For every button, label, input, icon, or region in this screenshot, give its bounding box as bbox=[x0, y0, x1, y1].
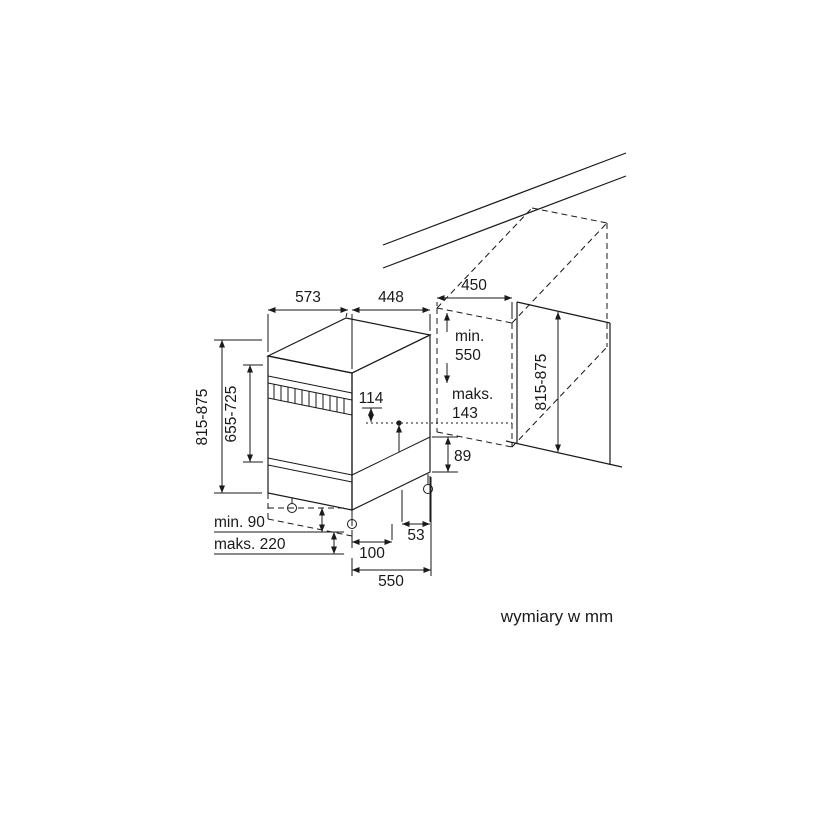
dim-connection-143: maks. 143 bbox=[366, 386, 512, 452]
dim-label-plinth-min: min. 90 bbox=[214, 514, 265, 531]
dim-label-conn-max-1: maks. bbox=[452, 386, 493, 403]
diagram-caption: wymiary w mm bbox=[500, 607, 613, 626]
dim-niche-width-450: 450 bbox=[436, 277, 513, 319]
dim-panel-height: 655-725 bbox=[223, 364, 263, 463]
dim-plinth-range: min. 90 maks. 220 bbox=[214, 507, 344, 555]
dim-label-conn-max-2: 143 bbox=[452, 405, 478, 422]
dim-label-niche-depth-2: 550 bbox=[455, 347, 481, 364]
dim-base-89: 89 bbox=[432, 436, 471, 473]
appliance-feet bbox=[287, 474, 433, 529]
niche-outline bbox=[436, 207, 608, 448]
dim-label-width: 448 bbox=[378, 289, 404, 306]
appliance-drawing bbox=[266, 317, 433, 537]
connection-point-dot bbox=[396, 420, 402, 426]
dim-label-depth: 573 bbox=[295, 289, 321, 306]
right-cabinet bbox=[505, 301, 623, 468]
plinth-outline bbox=[267, 493, 353, 537]
dim-label-appliance-height: 815-875 bbox=[194, 389, 211, 446]
dim-label-door-clearance: 53 bbox=[407, 527, 424, 544]
dim-width-448: 448 bbox=[351, 289, 431, 369]
worktop-lines bbox=[382, 152, 627, 269]
dim-appliance-height: 815-875 bbox=[194, 339, 262, 494]
dim-label-plinth-max: maks. 220 bbox=[214, 536, 286, 553]
dim-label-plinth-recess: 100 bbox=[359, 545, 385, 562]
control-panel-band bbox=[267, 375, 353, 416]
dim-label-niche-height: 815-875 bbox=[533, 354, 550, 411]
dim-label-floor-depth: 550 bbox=[378, 573, 404, 590]
dim-label-niche-depth-1: min. bbox=[455, 328, 484, 345]
dim-niche-height: 815-875 bbox=[533, 312, 561, 452]
dim-depth-573: 573 bbox=[267, 289, 348, 352]
dim-niche-depth-550: min. 550 bbox=[444, 313, 484, 383]
dim-label-base-height: 89 bbox=[454, 448, 471, 465]
dim-offset-114: 114 bbox=[359, 390, 384, 422]
appliance-top-face bbox=[266, 317, 432, 374]
control-panel-hatch bbox=[273, 384, 345, 413]
dim-plinth-recess-100: 100 bbox=[351, 524, 393, 562]
dim-label-panel-height: 655-725 bbox=[223, 386, 240, 443]
dim-door-53: 53 bbox=[401, 476, 431, 544]
door-bottom-edges bbox=[267, 436, 431, 483]
dim-floor-depth-550: 550 bbox=[351, 477, 432, 590]
dim-label-niche-width: 450 bbox=[461, 277, 487, 294]
appliance-side-face bbox=[267, 355, 353, 511]
dim-label-offset: 114 bbox=[359, 390, 384, 407]
